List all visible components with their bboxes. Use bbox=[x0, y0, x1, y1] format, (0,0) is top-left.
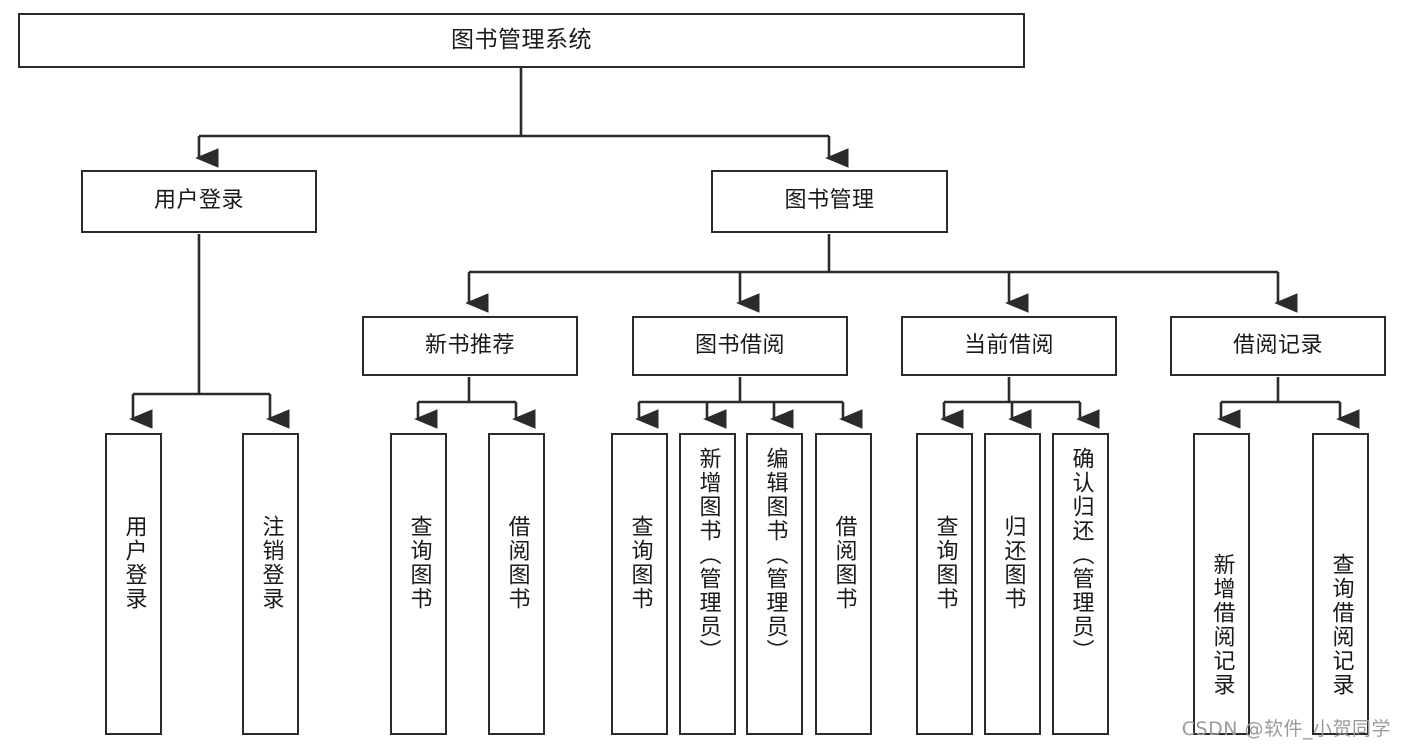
node-root-system[interactable]: 图书管理系统 bbox=[18, 13, 1025, 68]
node-leaf-query-book-3[interactable]: 查询图书 bbox=[916, 433, 973, 735]
node-leaf-borrow-book-2[interactable]: 借阅图书 bbox=[815, 433, 872, 735]
node-leaf-query-book-3-label: 查询图书 bbox=[932, 515, 958, 611]
node-leaf-add-book-admin[interactable]: 新增图书（管理员） bbox=[679, 433, 736, 735]
node-leaf-user-login[interactable]: 用户登录 bbox=[105, 433, 162, 735]
node-leaf-edit-book-admin-label: 编辑图书（管理员） bbox=[762, 447, 788, 663]
node-book-management-label: 图书管理 bbox=[784, 188, 875, 214]
node-leaf-query-book-2[interactable]: 查询图书 bbox=[611, 433, 668, 735]
node-leaf-query-book-1-label: 查询图书 bbox=[406, 515, 432, 611]
node-leaf-query-book-2-label: 查询图书 bbox=[627, 515, 653, 611]
node-leaf-edit-book-admin[interactable]: 编辑图书（管理员） bbox=[746, 433, 803, 735]
node-book-management[interactable]: 图书管理 bbox=[711, 170, 948, 233]
node-book-borrow[interactable]: 图书借阅 bbox=[632, 316, 848, 376]
node-leaf-logout[interactable]: 注销登录 bbox=[242, 433, 299, 735]
node-current-borrow-label: 当前借阅 bbox=[963, 332, 1054, 358]
node-leaf-query-book-1[interactable]: 查询图书 bbox=[390, 433, 447, 735]
node-leaf-query-borrow-record-label: 查询借阅记录 bbox=[1328, 553, 1354, 697]
node-leaf-return-book[interactable]: 归还图书 bbox=[984, 433, 1041, 735]
node-new-book-recommend[interactable]: 新书推荐 bbox=[362, 316, 578, 376]
node-book-borrow-label: 图书借阅 bbox=[694, 332, 785, 358]
node-leaf-query-borrow-record[interactable]: 查询借阅记录 bbox=[1312, 433, 1369, 735]
watermark-text: CSDN @软件_小贺同学 bbox=[1181, 718, 1391, 740]
node-user-login-label: 用户登录 bbox=[153, 188, 244, 214]
node-leaf-confirm-return-admin-label: 确认归还（管理员） bbox=[1068, 447, 1094, 663]
node-leaf-return-book-label: 归还图书 bbox=[1000, 515, 1026, 611]
node-leaf-user-login-label: 用户登录 bbox=[121, 515, 147, 611]
node-borrow-records[interactable]: 借阅记录 bbox=[1170, 316, 1386, 376]
node-new-book-recommend-label: 新书推荐 bbox=[424, 332, 515, 358]
node-root-system-label: 图书管理系统 bbox=[451, 26, 592, 53]
node-leaf-add-borrow-record[interactable]: 新增借阅记录 bbox=[1193, 433, 1250, 735]
node-leaf-confirm-return-admin[interactable]: 确认归还（管理员） bbox=[1052, 433, 1109, 735]
node-user-login[interactable]: 用户登录 bbox=[81, 170, 317, 233]
node-leaf-add-book-admin-label: 新增图书（管理员） bbox=[695, 447, 721, 663]
node-leaf-add-borrow-record-label: 新增借阅记录 bbox=[1209, 553, 1235, 697]
node-leaf-borrow-book-1-label: 借阅图书 bbox=[504, 515, 530, 611]
node-leaf-borrow-book-2-label: 借阅图书 bbox=[831, 515, 857, 611]
node-borrow-records-label: 借阅记录 bbox=[1232, 332, 1323, 358]
node-leaf-borrow-book-1[interactable]: 借阅图书 bbox=[488, 433, 545, 735]
node-current-borrow[interactable]: 当前借阅 bbox=[901, 316, 1117, 376]
node-leaf-logout-label: 注销登录 bbox=[258, 515, 284, 611]
